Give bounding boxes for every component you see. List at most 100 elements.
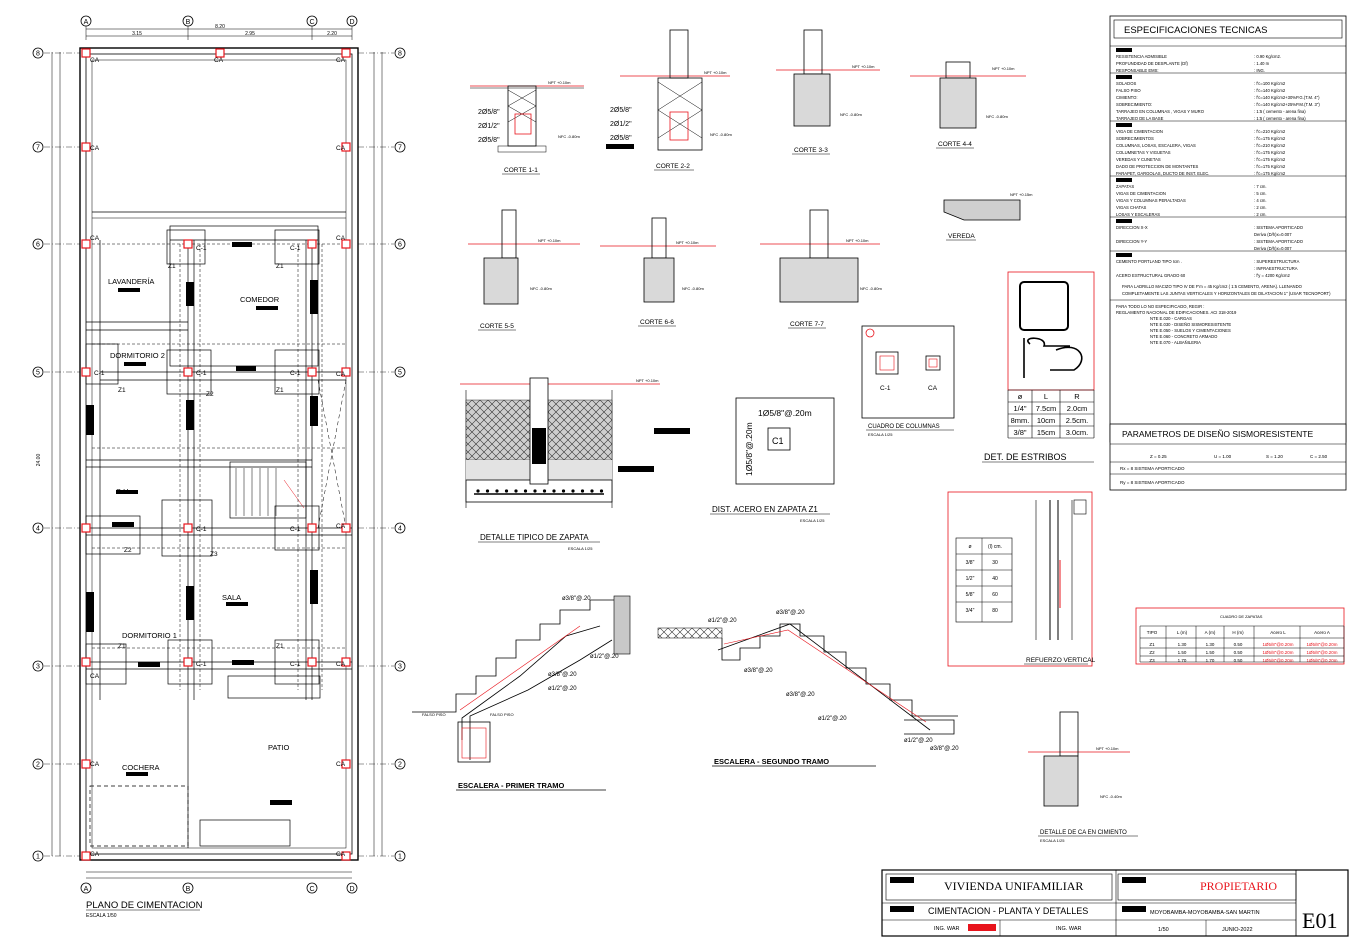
rebar-dot (485, 489, 490, 493)
stair2-bar-b: ø1/2"@.20 (708, 618, 737, 624)
label-z1: Z1 (118, 387, 126, 394)
corte-5-5-nfc: NFC -0.80m (530, 286, 552, 291)
axis-b-bottom: B (186, 886, 191, 893)
corte-4-4-npt: NPT +0.10m (992, 66, 1015, 71)
refuerzo-cell: 60 (992, 592, 998, 598)
refuerzo-title: REFUERZO VERTICAL (1026, 657, 1096, 664)
zapatas-cell: 0.50 (1234, 642, 1243, 647)
corte-2-2-rebar-a: 2Ø5/8" (610, 107, 632, 114)
zapata-dist-title: DIST. ACERO EN ZAPATA Z1 (712, 505, 818, 514)
column-marker (341, 367, 351, 377)
spec-label: VIGAS DE CIMENTACION (1116, 191, 1166, 196)
param-u: U = 1.00 (1214, 454, 1232, 459)
dim-total-top: 8.20 (215, 24, 225, 30)
rebar-dot (561, 489, 566, 493)
spec-note: PARA LADRILLO MACIZO TIPO IV DE F'm = 45… (1122, 284, 1303, 289)
zapata-steel-distribution: C1 1Ø5/8"@.20m 1Ø5/8"@.20m DIST. ACERO E… (710, 397, 835, 523)
param-ry: Ry = 8 SISTEMA APORTICADO (1120, 480, 1185, 485)
column-marker (307, 657, 317, 667)
spec-label: SOBRECIMIENTOS (1116, 136, 1154, 141)
label-ca: CA (336, 57, 346, 64)
spec-label: TARRAJEO DE LA BASE (1116, 116, 1164, 121)
refuerzo-cell: 80 (992, 608, 998, 614)
param-s: S = 1.20 (1266, 454, 1283, 459)
room-sala: SALA (222, 593, 241, 602)
label-ca: CA (336, 235, 346, 242)
label-ca: CA (336, 371, 346, 378)
column-marker (81, 657, 91, 667)
corte-6-6: NPT +0.10m NFC -0.80m CORTE 6-6 (600, 217, 716, 327)
spec-norm: PARA TODO LO NO ESPECIFICADO, REGIR : (1116, 304, 1204, 309)
estribos-cell: 8mm. (1011, 416, 1030, 425)
spec-norm: NTE E.020 - CARGAS (1150, 316, 1192, 321)
spec-label: VEREDAS Y CUNETAS (1116, 157, 1161, 162)
corte-2-2-nfc: NFC -0.80m (710, 132, 732, 137)
estribos-cell: 3/8" (1013, 428, 1026, 437)
column-marker (81, 759, 91, 769)
rebar-dot (552, 489, 556, 493)
stair2-bar-b2: ø1/2"@.20 (818, 716, 847, 722)
axis-number: 2 (36, 762, 40, 769)
estribos-cell: 10cm (1037, 416, 1055, 425)
engineer-2: ING. WAR (1056, 926, 1081, 932)
spec-label: LOSAS Y ESCALERAS (1116, 212, 1160, 217)
label-c1: C-1 (94, 370, 105, 377)
spec-label: PARAPET, GARGOLAS, DUCTO DE INST. ELEC. (1116, 171, 1209, 176)
spec-norm: NTE E.060 - CONCRETO ARMADO (1150, 334, 1218, 339)
axis-number: 7 (36, 145, 40, 152)
spec-value: : SUPERESTRUCTURA (1254, 259, 1300, 264)
estribos-cell: 7.5cm (1036, 404, 1056, 413)
refuerzo-cell: 5/8" (966, 592, 975, 598)
refuerzo-cell: 40 (992, 576, 998, 582)
room-dormitorio-1: DORMITORIO 1 (122, 631, 177, 640)
corte-1-1-rebar-c: 2Ø5/8" (478, 137, 500, 144)
rebar-dot (504, 489, 509, 493)
corte-1-1-rebar-b: 2Ø1/2" (478, 123, 500, 130)
room-lavanderia: LAVANDERÍA (108, 277, 154, 286)
spec-value: : 1:5 ( cemento - arena fina) (1254, 116, 1306, 121)
stair-first-title: ESCALERA - PRIMER TRAMO (458, 781, 565, 790)
label-ca: CA (90, 57, 100, 64)
label-ca: CA (90, 851, 100, 858)
label-c1: C-1 (290, 370, 301, 377)
refuerzo-header: ø (968, 544, 971, 550)
room-comedor: COMEDOR (240, 295, 280, 304)
axis-a-top: A (84, 19, 89, 26)
label-ca: CA (214, 57, 224, 64)
label-ca: CA (90, 673, 100, 680)
sheet-date: JUNIO-2022 (1222, 927, 1253, 933)
corte-7-7-nfc: NFC -0.80m (860, 286, 882, 291)
spec-label: CIMIENTO: (1116, 95, 1138, 100)
corte-5-5: NPT +0.10m NFC -0.80m CORTE 5-5 (468, 209, 580, 331)
spec-label: VIGA DE CIMENTACION (1116, 129, 1163, 134)
spec-label: VIGAS Y COLUMNAS PERALTADAS (1116, 198, 1186, 203)
rebar-dot (580, 489, 585, 493)
zapatas-cell: 1.30 (1178, 642, 1187, 647)
spec-value: : f'c=210 Kg/cm2 (1254, 143, 1286, 148)
zapatas-header: A (m) (1205, 630, 1216, 635)
label-ca: CA (336, 523, 346, 530)
column-marker (81, 142, 91, 152)
zapatas-header: L (m) (1177, 630, 1188, 635)
zapatas-cell: 0.50 (1234, 650, 1243, 655)
room-labels: LAVANDERÍA COMEDOR DORMITORIO 2 S.H. SAL… (108, 277, 290, 772)
corte-6-6-title: CORTE 6-6 (640, 319, 674, 326)
dim-2: 2.95 (245, 31, 255, 37)
zapata-npt: NPT +0.10m (636, 378, 659, 383)
zapatas-cell: Z1 (1149, 642, 1155, 647)
spec-label: SOLADOS (1116, 81, 1136, 86)
stair-second-flight: ø1/2"@.20 ø3/8"@.20 ø3/8"@.20 ø3/8"@.20 … (657, 610, 959, 767)
axis-a-bottom: A (84, 886, 89, 893)
rebar-dot (542, 489, 547, 493)
spec-note: COMPLETAMENTE LAS JUNTAS VERTICALES Y HO… (1122, 291, 1331, 296)
spec-label: TARRAJEO EN COLUMNAS , VIGAS Y MURO (1116, 109, 1205, 114)
spec-norm: NTE E.030 - DISEÑO SISMORESISTENTE (1150, 322, 1231, 327)
column-marker (81, 367, 91, 377)
corte-5-5-title: CORTE 5-5 (480, 323, 514, 330)
label-ca: CA (336, 761, 346, 768)
stair1-bar-a2: ø3/8"@.20 (548, 672, 577, 678)
axis-number: 6 (398, 242, 402, 249)
column-c1-label: C-1 (880, 385, 891, 392)
spec-value: : SISTEMA APORTICADO (1254, 239, 1304, 244)
